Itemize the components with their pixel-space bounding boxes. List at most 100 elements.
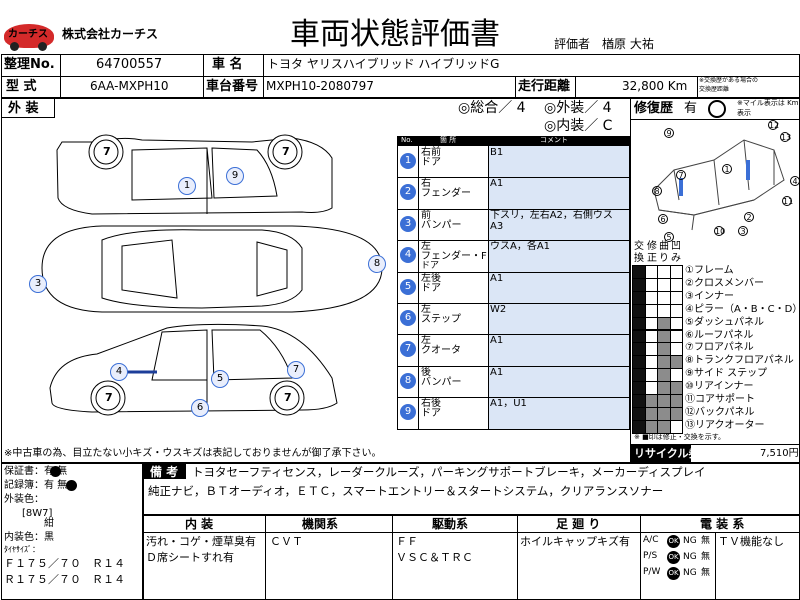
repair-value: 有 <box>684 101 698 116</box>
evaluator-label: 評価者 <box>554 37 591 51</box>
chassis-label: 車台番号 <box>206 79 259 94</box>
frame-check-cell <box>669 290 683 305</box>
hosho: 保証書：有 無 <box>4 466 68 477</box>
kiroku-mark <box>66 480 77 491</box>
frame-diagram <box>653 139 785 231</box>
row-number-badge: 6 <box>400 310 416 326</box>
logo-wheel-right <box>38 42 47 51</box>
row-part-2: ステップ <box>421 314 461 325</box>
recycle-label-box <box>631 445 691 462</box>
bikou-label: 備 考 <box>150 465 179 479</box>
row-part-2: ドア <box>421 157 441 168</box>
row-part-2: バンパー <box>421 219 462 231</box>
frame-check-cell <box>632 355 646 370</box>
diagram-footnote: ※中古車の為、目立たない小キズ・ウスキズは表記しておりませんが御了承下さい。 <box>4 448 382 459</box>
row-number-badge: 9 <box>400 404 416 421</box>
damage-marker: 1 <box>178 177 196 195</box>
denso-note: ＴＶ機能なし <box>718 535 784 548</box>
frame-point-label: 11 <box>782 196 794 206</box>
row-number-badge: 4 <box>400 247 416 264</box>
frame-point-label: 5 <box>664 232 674 242</box>
frame-check-cell <box>632 303 646 318</box>
repair-label: 修復歴 <box>634 101 674 116</box>
bikou-label-box <box>144 464 186 479</box>
frame-check-cell <box>669 329 683 344</box>
damage-marker: 8 <box>368 255 386 273</box>
overall-rating: ◎総合／ 4 <box>458 100 526 116</box>
frame-check-cell <box>632 290 646 305</box>
wheel-label: 7 <box>282 145 290 158</box>
ng-label: NG <box>683 536 697 546</box>
tire-rear: Ｒ１７５／７０ Ｒ１４ <box>4 573 125 586</box>
frame-header: 修 <box>647 241 657 252</box>
denso-label: P/S <box>643 551 658 561</box>
bikou-line2: 純正ナビ，ＢＴオーディオ，ＥＴＣ，スマートエントリー＆スタートシステム，クリアラ… <box>148 484 664 498</box>
recycle-label: リサイクル券 <box>634 447 700 460</box>
recycle-value: 7,510円 <box>760 448 799 459</box>
frame-point-label: 13 <box>780 132 792 142</box>
company-logo-text: カーチス <box>8 29 48 40</box>
wheel-label: 7 <box>284 391 292 404</box>
frame-header2: り <box>659 253 669 264</box>
hosho-mark <box>50 466 61 477</box>
row-part-3: ドア <box>421 261 440 272</box>
frame-check-cell <box>657 277 671 292</box>
damage-marker: 5 <box>211 370 229 388</box>
frame-header: 凹 <box>671 241 681 252</box>
damage-marker: 6 <box>191 399 209 417</box>
company-name: 株式会社カーチス <box>62 27 159 41</box>
row-comment: 下スリ，左右A2，右側ウス <box>490 209 613 221</box>
seiri-value: 64700557 <box>96 57 163 72</box>
kudou-header: 駆動系 <box>432 517 469 531</box>
car-right-side-outline <box>56 137 333 215</box>
frame-check-cell <box>644 329 658 344</box>
ashi-item: ホイルキャップキズ有 <box>520 535 630 548</box>
frame-point-label: 4 <box>790 176 800 186</box>
tire-front: Ｆ１７５／７０ Ｒ１４ <box>4 557 125 570</box>
frame-point-label: 2 <box>744 212 754 222</box>
frame-check-cell <box>644 290 658 305</box>
naisou-item: 汚れ・コゲ・煙草臭有 <box>146 535 256 548</box>
frame-check-cell <box>644 303 658 318</box>
katashiki-label: 型 式 <box>6 79 37 94</box>
frame-check-cell <box>657 394 671 408</box>
frame-check-item: ⑦フロアパネル <box>685 342 754 354</box>
ok-mark: OK <box>667 535 680 548</box>
frame-check-cell <box>632 342 646 357</box>
row-part: 右 <box>421 178 431 190</box>
col-comment: コメント <box>540 136 568 144</box>
frame-check-cell <box>669 316 683 331</box>
frame-check-cell <box>632 394 646 408</box>
frame-check-cell <box>644 394 658 408</box>
kikan-header: 機関系 <box>302 517 339 531</box>
row-comment-2: A3 <box>490 220 504 232</box>
row-comment: ウスA，各A1 <box>490 241 551 253</box>
frame-check-item: ⑧トランクフロアパネル <box>685 355 794 367</box>
frame-point-label: 12 <box>768 120 780 130</box>
frame-check-cell <box>657 265 671 279</box>
row-comment: W2 <box>490 304 507 315</box>
frame-check-item: ⑥ルーフパネル <box>685 329 754 341</box>
frame-check-cell <box>669 368 683 383</box>
row-number-badge: 3 <box>400 215 416 232</box>
frame-check-cell <box>657 381 671 395</box>
steering-icon <box>708 100 726 118</box>
frame-check-cell <box>644 277 658 292</box>
frame-check-cell <box>657 329 671 344</box>
frame-check-cell <box>669 355 683 370</box>
mu-label: 無 <box>701 568 711 578</box>
ok-mark: OK <box>667 551 680 564</box>
evaluator-name: 楢原 大祐 <box>602 37 654 51</box>
col-no: No. <box>401 136 413 144</box>
frame-check-cell <box>669 419 683 434</box>
row-part-2: フェンダー <box>421 188 471 200</box>
damage-marker: 3 <box>29 275 47 293</box>
mu-label: 無 <box>701 552 711 562</box>
frame-check-cell <box>644 381 658 395</box>
row-part: 後 <box>421 366 431 378</box>
frame-check-cell <box>657 355 671 370</box>
denso-label: A/C <box>643 535 659 545</box>
denso-header: 電 装 系 <box>700 517 745 531</box>
frame-point-label: 8 <box>652 186 662 196</box>
ok-mark: OK <box>667 567 680 580</box>
